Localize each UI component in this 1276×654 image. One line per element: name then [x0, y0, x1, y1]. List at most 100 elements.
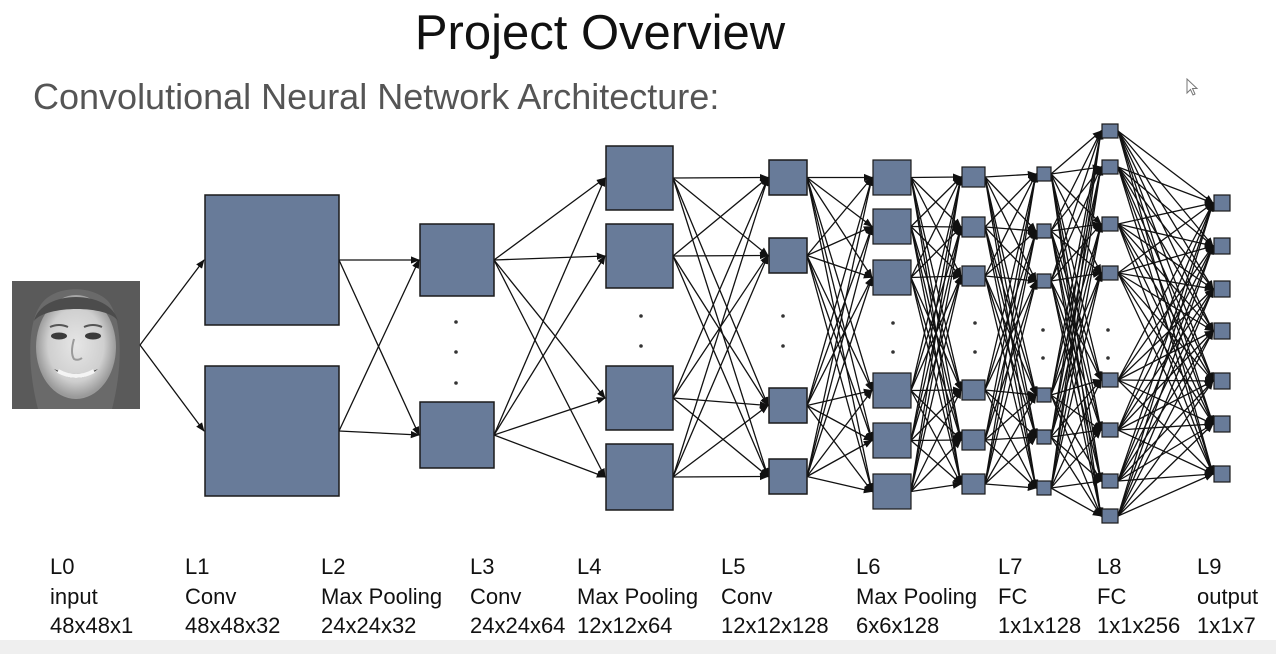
- ellipsis-dot: [639, 344, 643, 348]
- node-l7-3: [1036, 387, 1052, 403]
- arrow-l4-l5: [806, 177, 874, 392]
- arrow-l8-l9: [1117, 223, 1214, 425]
- arrow-l0-l1: [139, 344, 205, 432]
- node-l8-4: [1101, 372, 1119, 388]
- arrow-l7-l8: [1050, 130, 1102, 175]
- ellipsis-dot: [454, 350, 458, 354]
- arrow-l8-l9: [1117, 272, 1214, 425]
- arrow-l6-l7: [984, 230, 1037, 277]
- ellipsis-dot: [639, 314, 643, 318]
- arrow-l8-l9: [1117, 202, 1214, 482]
- arrow-l6-l7: [984, 436, 1037, 485]
- arrow-l2-l3: [493, 177, 606, 261]
- arrow-l7-l8: [1050, 272, 1103, 489]
- arrow-l4-l5: [806, 255, 873, 442]
- arrow-l6-l7: [984, 226, 1037, 234]
- arrow-l3-l4: [672, 404, 769, 478]
- ellipsis-dot: [1106, 356, 1110, 360]
- arrow-l2-l3: [493, 259, 606, 399]
- arrow-l7-l8: [1050, 130, 1104, 396]
- node-l1-0: [204, 194, 340, 326]
- arrow-l7-l8: [1050, 166, 1104, 489]
- node-l4-0: [768, 159, 808, 196]
- arrow-l7-l8: [1050, 130, 1102, 232]
- node-l4-3: [768, 458, 808, 495]
- arrow-l7-l8: [1050, 130, 1104, 489]
- arrow-l4-l5: [806, 404, 873, 442]
- arrow-l5-l6: [910, 275, 963, 492]
- node-l8-1: [1101, 159, 1119, 175]
- arrow-l6-l7: [984, 170, 1037, 179]
- arrow-l3-l4: [672, 176, 769, 399]
- node-l9-4: [1213, 372, 1231, 390]
- arrow-l2-l3: [493, 259, 606, 478]
- arrow-l8-l9: [1117, 166, 1215, 475]
- arrow-l7-l8: [1050, 230, 1104, 517]
- node-l3-1: [605, 223, 674, 289]
- arrow-l3-l4: [672, 255, 769, 407]
- arrow-l7-l8: [1050, 130, 1102, 282]
- arrow-l1-l2: [338, 430, 420, 439]
- arrow-l8-l9: [1117, 130, 1214, 204]
- arrow-l4-l5: [806, 276, 873, 406]
- arrow-l1-l2: [338, 259, 420, 432]
- arrow-l6-l7: [984, 275, 1037, 284]
- arrow-l4-l5: [806, 225, 874, 477]
- arrow-l7-l8: [1050, 221, 1102, 232]
- arrow-l4-l5: [806, 475, 873, 494]
- node-l7-0: [1036, 166, 1052, 182]
- ellipsis-dot: [973, 350, 977, 354]
- arrow-l8-l9: [1117, 288, 1214, 381]
- arrow-l4-l5: [806, 177, 873, 279]
- ellipsis-dot: [891, 321, 895, 325]
- arrow-l3-l4: [672, 177, 769, 407]
- ellipsis-dot: [1041, 328, 1045, 332]
- arrow-l6-l7: [984, 389, 1037, 398]
- arrow-l3-l4: [672, 176, 769, 257]
- arrow-l2-l3: [493, 252, 606, 261]
- arrow-l0-l1: [139, 259, 205, 346]
- arrow-l8-l9: [1117, 130, 1214, 332]
- arrow-l8-l9: [1117, 330, 1214, 482]
- arrow-l4-l5: [806, 177, 874, 442]
- arrow-l6-l7: [984, 230, 1038, 441]
- arrow-l5-l6: [910, 389, 962, 441]
- arrow-l8-l9: [1117, 380, 1214, 517]
- arrow-l8-l9: [1117, 330, 1214, 381]
- arrow-l8-l9: [1117, 245, 1214, 381]
- node-l6-5: [961, 473, 986, 495]
- node-l9-5: [1213, 415, 1231, 433]
- arrow-l2-l3: [493, 255, 606, 436]
- connection-arrows: [139, 130, 1215, 517]
- ellipsis-dot: [973, 321, 977, 325]
- arrow-l4-l5: [806, 389, 873, 477]
- node-l3-3: [605, 443, 674, 511]
- node-l8-5: [1101, 422, 1119, 438]
- arrow-l4-l5: [806, 255, 874, 493]
- arrow-l5-l6: [910, 272, 962, 280]
- arrow-l4-l5: [806, 176, 874, 477]
- node-l2-1: [419, 401, 495, 469]
- arrow-l8-l9: [1117, 202, 1215, 517]
- arrow-l5-l6: [910, 173, 962, 181]
- node-l7-2: [1036, 273, 1052, 289]
- arrow-l4-l5: [806, 254, 873, 279]
- ellipsis-dot: [454, 320, 458, 324]
- arrow-l7-l8: [1050, 223, 1104, 489]
- arrow-l7-l8: [1050, 270, 1102, 282]
- arrow-l8-l9: [1117, 423, 1214, 517]
- ellipsis-dot: [1106, 328, 1110, 332]
- ellipsis-dot: [1041, 356, 1045, 360]
- node-l5-0: [872, 159, 912, 196]
- ellipsis-dot: [891, 350, 895, 354]
- arrow-l7-l8: [1050, 173, 1104, 517]
- ellipsis-dot: [454, 381, 458, 385]
- slide-subtitle: Convolutional Neural Network Architectur…: [33, 76, 720, 117]
- arrow-l4-l5: [806, 176, 874, 406]
